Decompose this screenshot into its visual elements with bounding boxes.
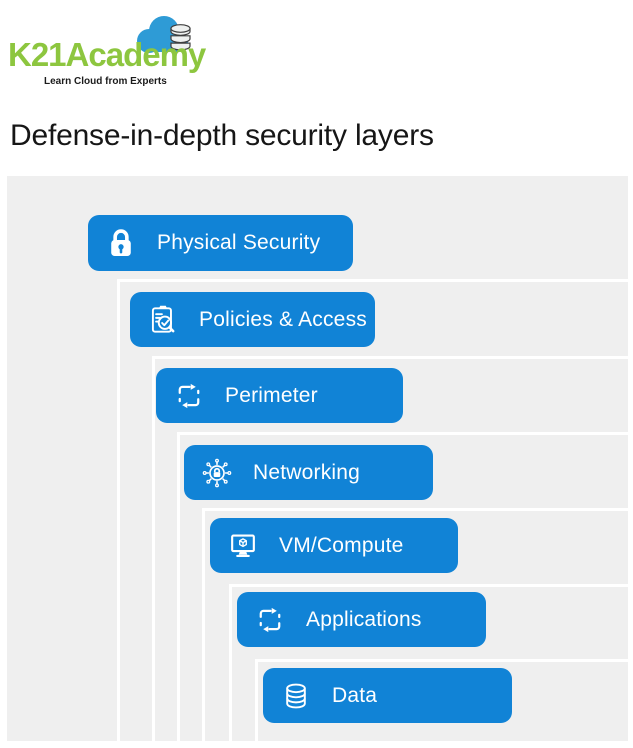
layer-frame-perimeter [152,356,628,741]
k21academy-logo[interactable]: K21Academy Learn Cloud from Experts [0,0,220,100]
layer-label: Networking [253,460,361,484]
layer-label: Physical Security [157,231,321,254]
layer-label: VM/Compute [279,533,404,557]
sync-brackets-icon [172,379,206,413]
layer-label: Policies & Access [199,307,367,331]
layer-networking: Networking [184,445,433,500]
layer-frame-applications [229,584,628,741]
clipboard-audit-icon [146,303,180,337]
layer-frame-networking [177,432,628,741]
layer-vm-compute: VM/Compute [210,518,458,573]
layer-policies-access: Policies & Access [130,292,375,347]
layer-perimeter: Perimeter [156,368,403,423]
layer-label: Data [332,683,378,707]
layer-frame-policies [117,279,628,741]
database-icon [279,679,313,713]
monitor-package-icon [226,529,260,563]
brand-name: K21Academy [8,36,206,73]
brand-tagline: Learn Cloud from Experts [44,76,167,87]
layer-physical-security: Physical Security [88,215,353,271]
lock-icon [104,226,138,260]
layer-frame-vm-compute [202,508,628,741]
defense-layers-diagram: Physical Security Policies & Access [7,176,628,741]
layer-label: Perimeter [225,383,318,407]
layer-frame-data [255,659,628,741]
page-title: Defense-in-depth security layers [10,119,434,152]
cloud-database-logo-icon [128,11,194,66]
layer-label: Applications [306,607,422,631]
layer-applications: Applications [237,592,486,647]
network-security-icon [200,456,234,490]
sync-brackets-icon [253,603,287,637]
layer-data: Data [263,668,512,723]
